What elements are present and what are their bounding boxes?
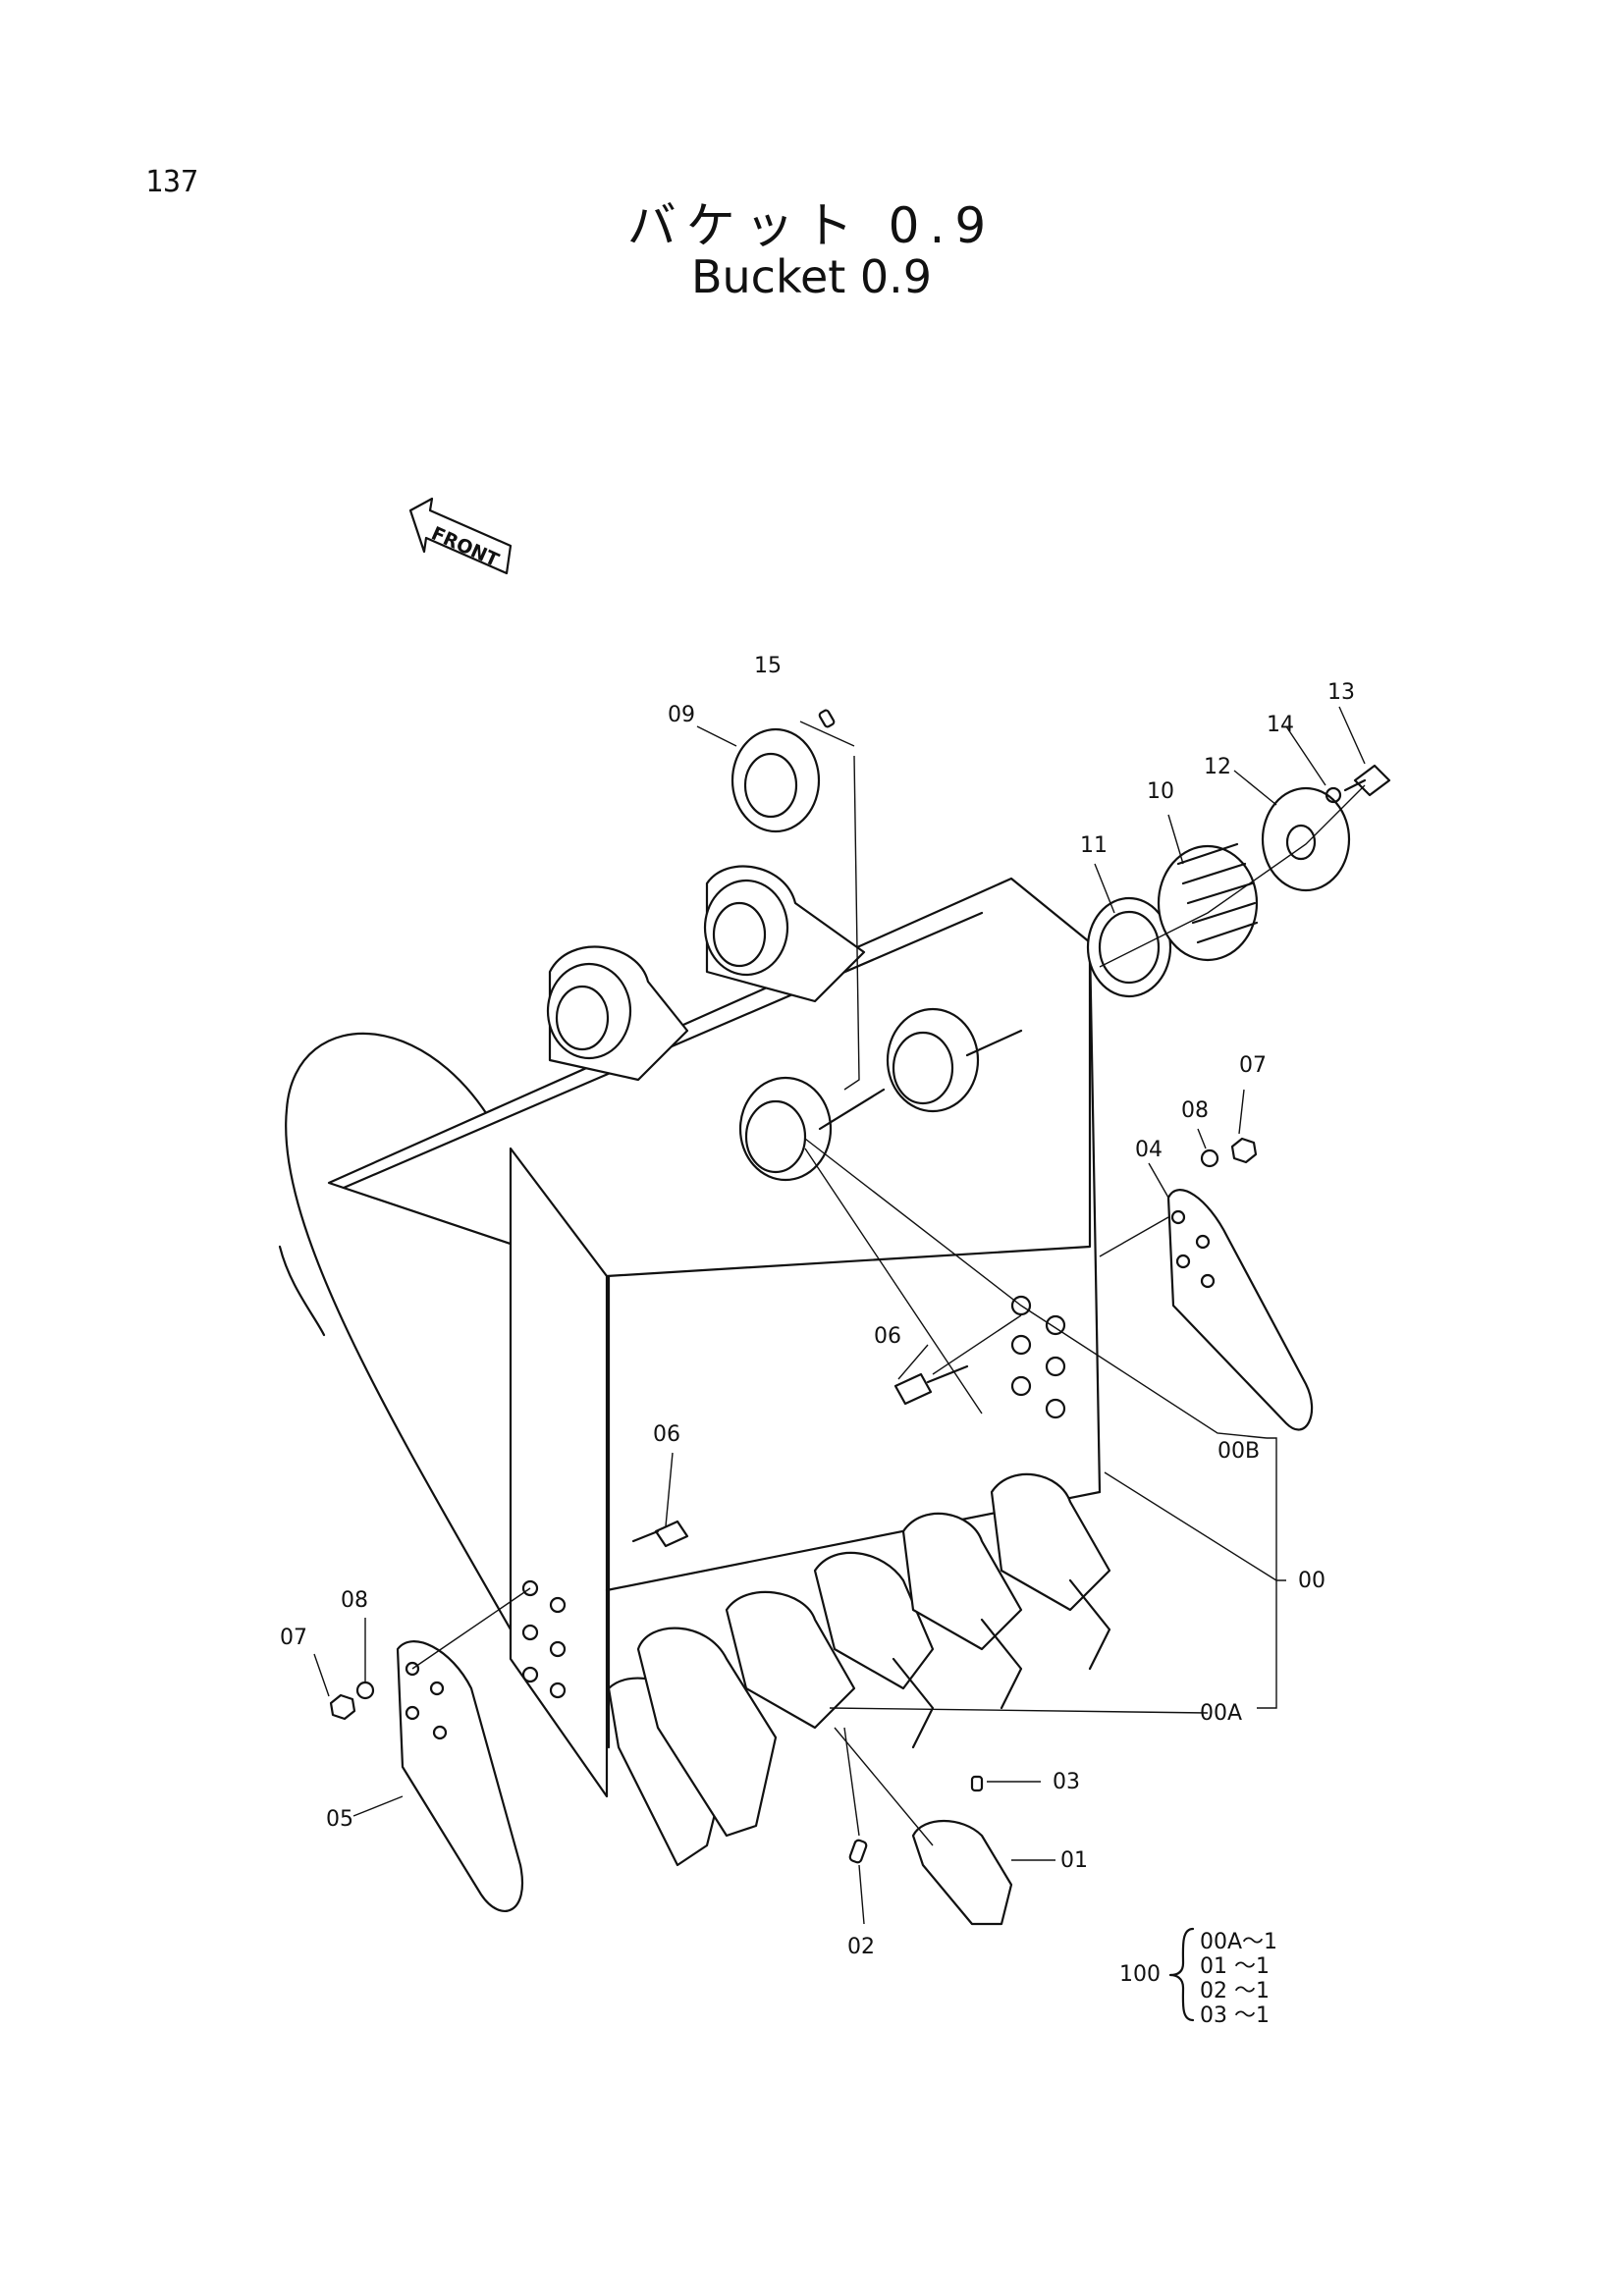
tooth-01 [911,1819,1013,1926]
callout-15: 15 [754,654,782,678]
callout-00: 00 [1298,1569,1325,1593]
washer-08-left [355,1681,375,1700]
leader-lines [313,706,1366,1925]
shim-11 [1086,896,1172,998]
side-cutter-right [1166,1189,1314,1431]
bolt-06-upper [893,1364,969,1406]
callout-07-right: 07 [1239,1053,1267,1078]
callout-11: 11 [1080,833,1108,858]
bolt-06-lower [631,1520,689,1548]
callout-06-lower: 06 [653,1422,680,1447]
kit-legend: 100 00A〜1 01 〜1 02 〜1 03 〜1 [1119,1927,1277,2028]
callout-02: 02 [847,1935,875,1959]
bolt-13 [1343,764,1391,797]
lock-02 [848,1839,868,1864]
kit-label: 100 [1119,1962,1161,1987]
kit-row-2: 01 〜1 [1200,1954,1270,1979]
title-japanese: バケット 0.9 [626,197,997,254]
callout-07-left: 07 [280,1626,307,1650]
nut-07-left [329,1693,356,1721]
bushing-10 [1157,842,1259,962]
callout-01: 01 [1060,1848,1088,1873]
kit-row-3: 02 〜1 [1200,1979,1270,2003]
callout-04: 04 [1135,1138,1163,1162]
side-cutter-left [396,1640,523,1912]
callout-14: 14 [1267,713,1294,737]
callout-10: 10 [1147,779,1174,804]
callout-08-left: 08 [341,1588,368,1613]
bucket-body [278,865,1102,1798]
callout-00a: 00A [1200,1701,1242,1726]
washer-14 [1325,786,1342,804]
plate-12 [1261,786,1351,892]
page-number: 137 [145,165,199,199]
callout-00b: 00B [1217,1439,1260,1464]
callout-03: 03 [1053,1770,1080,1794]
front-arrow-icon: FRONT [408,497,513,575]
kit-row-1: 00A〜1 [1200,1930,1277,1954]
washer-08-right [1200,1148,1219,1168]
pin-boss-09 [730,727,821,833]
callout-13: 13 [1327,680,1355,705]
callout-05: 05 [326,1807,353,1832]
callout-09: 09 [668,703,695,727]
callout-08-right: 08 [1181,1098,1209,1123]
kit-row-4: 03 〜1 [1200,2003,1270,2028]
callout-06-upper: 06 [874,1324,901,1349]
pin-03 [970,1775,984,1792]
callout-12: 12 [1204,755,1231,779]
nut-07-right [1230,1137,1258,1164]
bucket-teeth [607,1472,1111,1867]
spring-pin-15 [818,709,836,728]
title-english: Bucket 0.9 [690,250,933,303]
callout-labels: 15 09 13 14 12 10 11 07 08 04 06 00B 06 … [280,654,1355,1959]
